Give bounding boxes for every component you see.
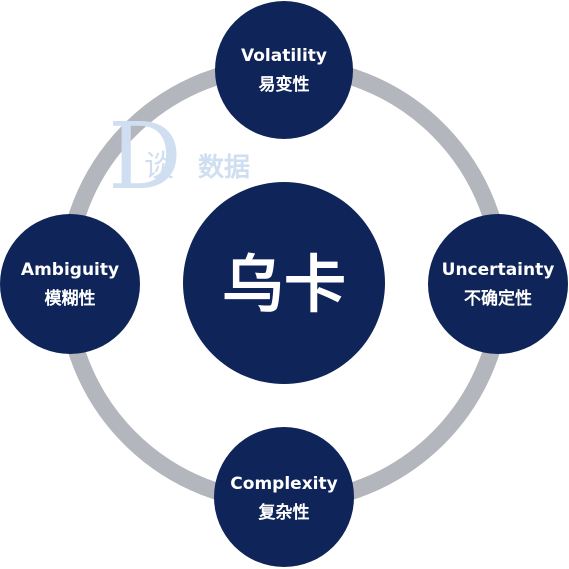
node-complexity: Complexity 复杂性: [214, 427, 354, 567]
node-uncertainty: Uncertainty 不确定性: [428, 214, 568, 354]
node-volatility-subtitle: 易变性: [259, 74, 310, 95]
watermark-text: 数据: [198, 153, 250, 183]
node-ambiguity-circle: [0, 214, 140, 354]
watermark-char: 谈: [144, 149, 174, 184]
node-uncertainty-subtitle: 不确定性: [464, 288, 532, 309]
watermark-logo: D 谈 数据: [108, 103, 250, 210]
node-ambiguity-subtitle: 模糊性: [45, 288, 96, 309]
watermark-letter: D: [108, 103, 182, 210]
node-volatility-circle: [215, 1, 353, 139]
node-ambiguity-title: Ambiguity: [21, 260, 119, 280]
node-uncertainty-title: Uncertainty: [442, 260, 555, 280]
center-node: 乌卡: [183, 182, 385, 384]
node-volatility-title: Volatility: [241, 46, 327, 66]
center-label: 乌卡: [222, 248, 346, 321]
center-circle: [183, 182, 385, 384]
node-complexity-title: Complexity: [230, 474, 337, 494]
node-uncertainty-circle: [428, 214, 568, 354]
node-complexity-circle: [214, 427, 354, 567]
node-volatility: Volatility 易变性: [215, 1, 353, 139]
node-ambiguity: Ambiguity 模糊性: [0, 214, 140, 354]
node-complexity-subtitle: 复杂性: [258, 502, 310, 523]
